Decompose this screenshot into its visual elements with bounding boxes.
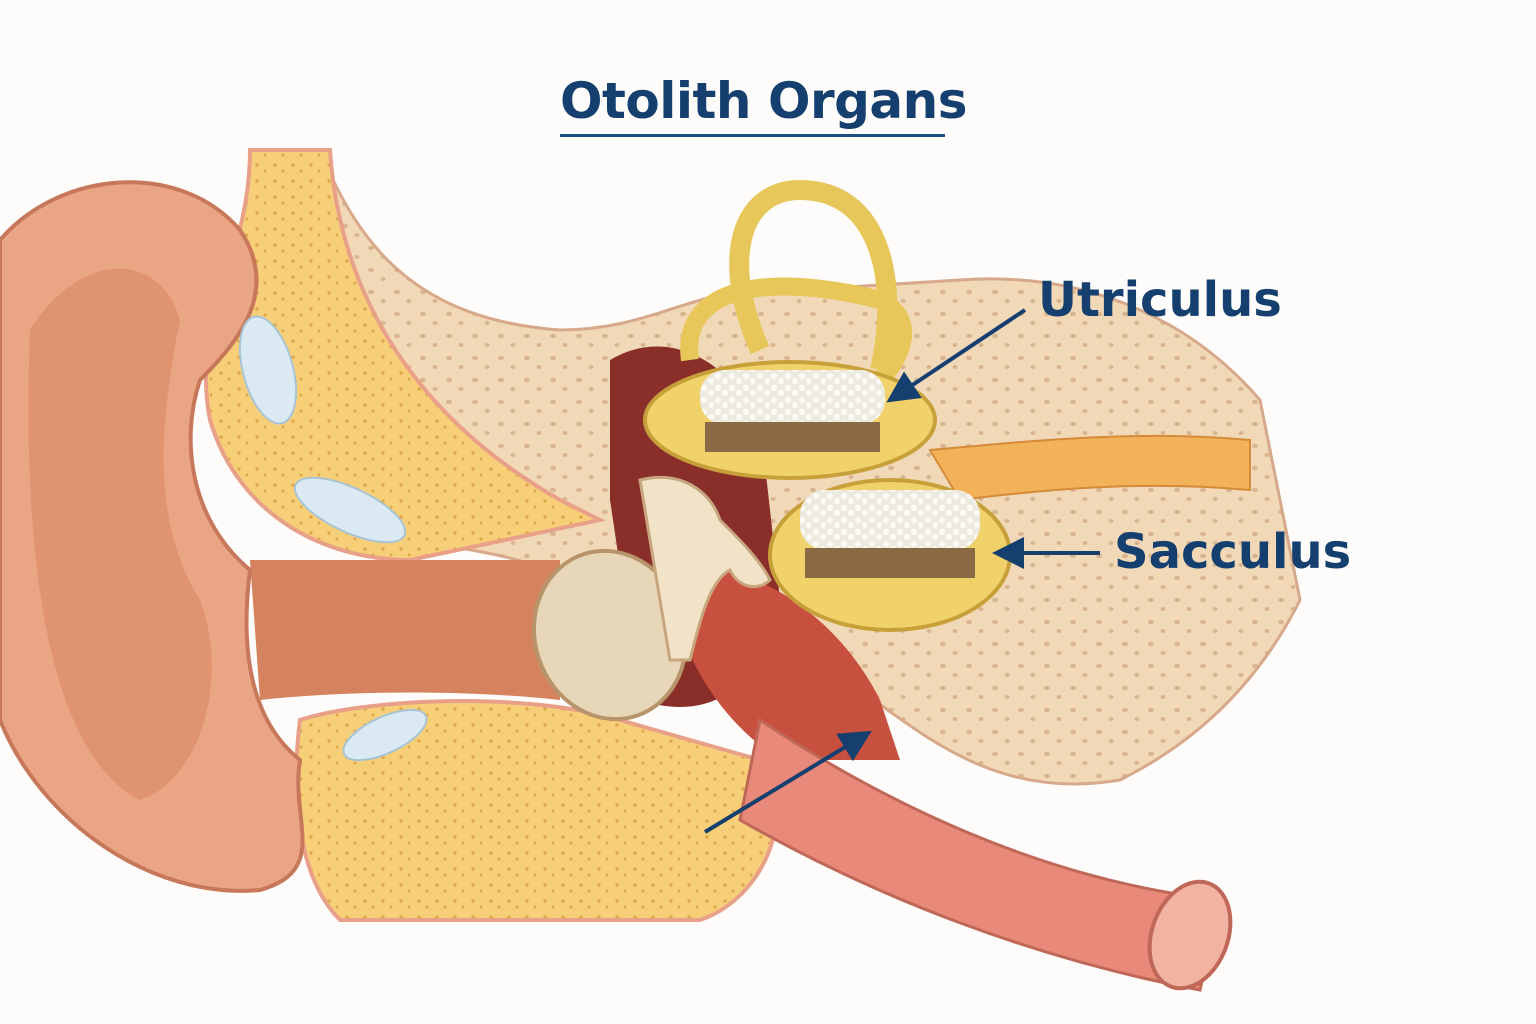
- cartilage-2: [293, 476, 407, 544]
- utriculus-otoliths: [700, 370, 885, 425]
- sacculus-otoliths: [800, 490, 980, 550]
- eustachian-tube: [738, 717, 1222, 992]
- tube-opening: [1147, 879, 1233, 991]
- utriculus-hair-cells: [705, 422, 880, 452]
- sacculus-label: Sacculus: [1114, 524, 1352, 580]
- cartilage-1: [238, 315, 298, 425]
- title-underline: [560, 134, 945, 137]
- concha: [28, 268, 212, 800]
- cartilage-3: [342, 708, 428, 762]
- semicircular-canal-2: [680, 277, 912, 387]
- vestibular-nerve: [928, 434, 1251, 502]
- muscle-tissue: [660, 560, 900, 760]
- ossicles: [638, 475, 772, 662]
- tube-arrow: [703, 730, 872, 834]
- sacculus-hair-cells: [805, 548, 975, 578]
- utriculus-label: Utriculus: [1038, 272, 1282, 328]
- ear-canal: [250, 560, 560, 700]
- page-title: Otolith Organs: [560, 72, 968, 130]
- semicircular-canal: [729, 179, 898, 373]
- utriculus-arrow: [886, 308, 1027, 403]
